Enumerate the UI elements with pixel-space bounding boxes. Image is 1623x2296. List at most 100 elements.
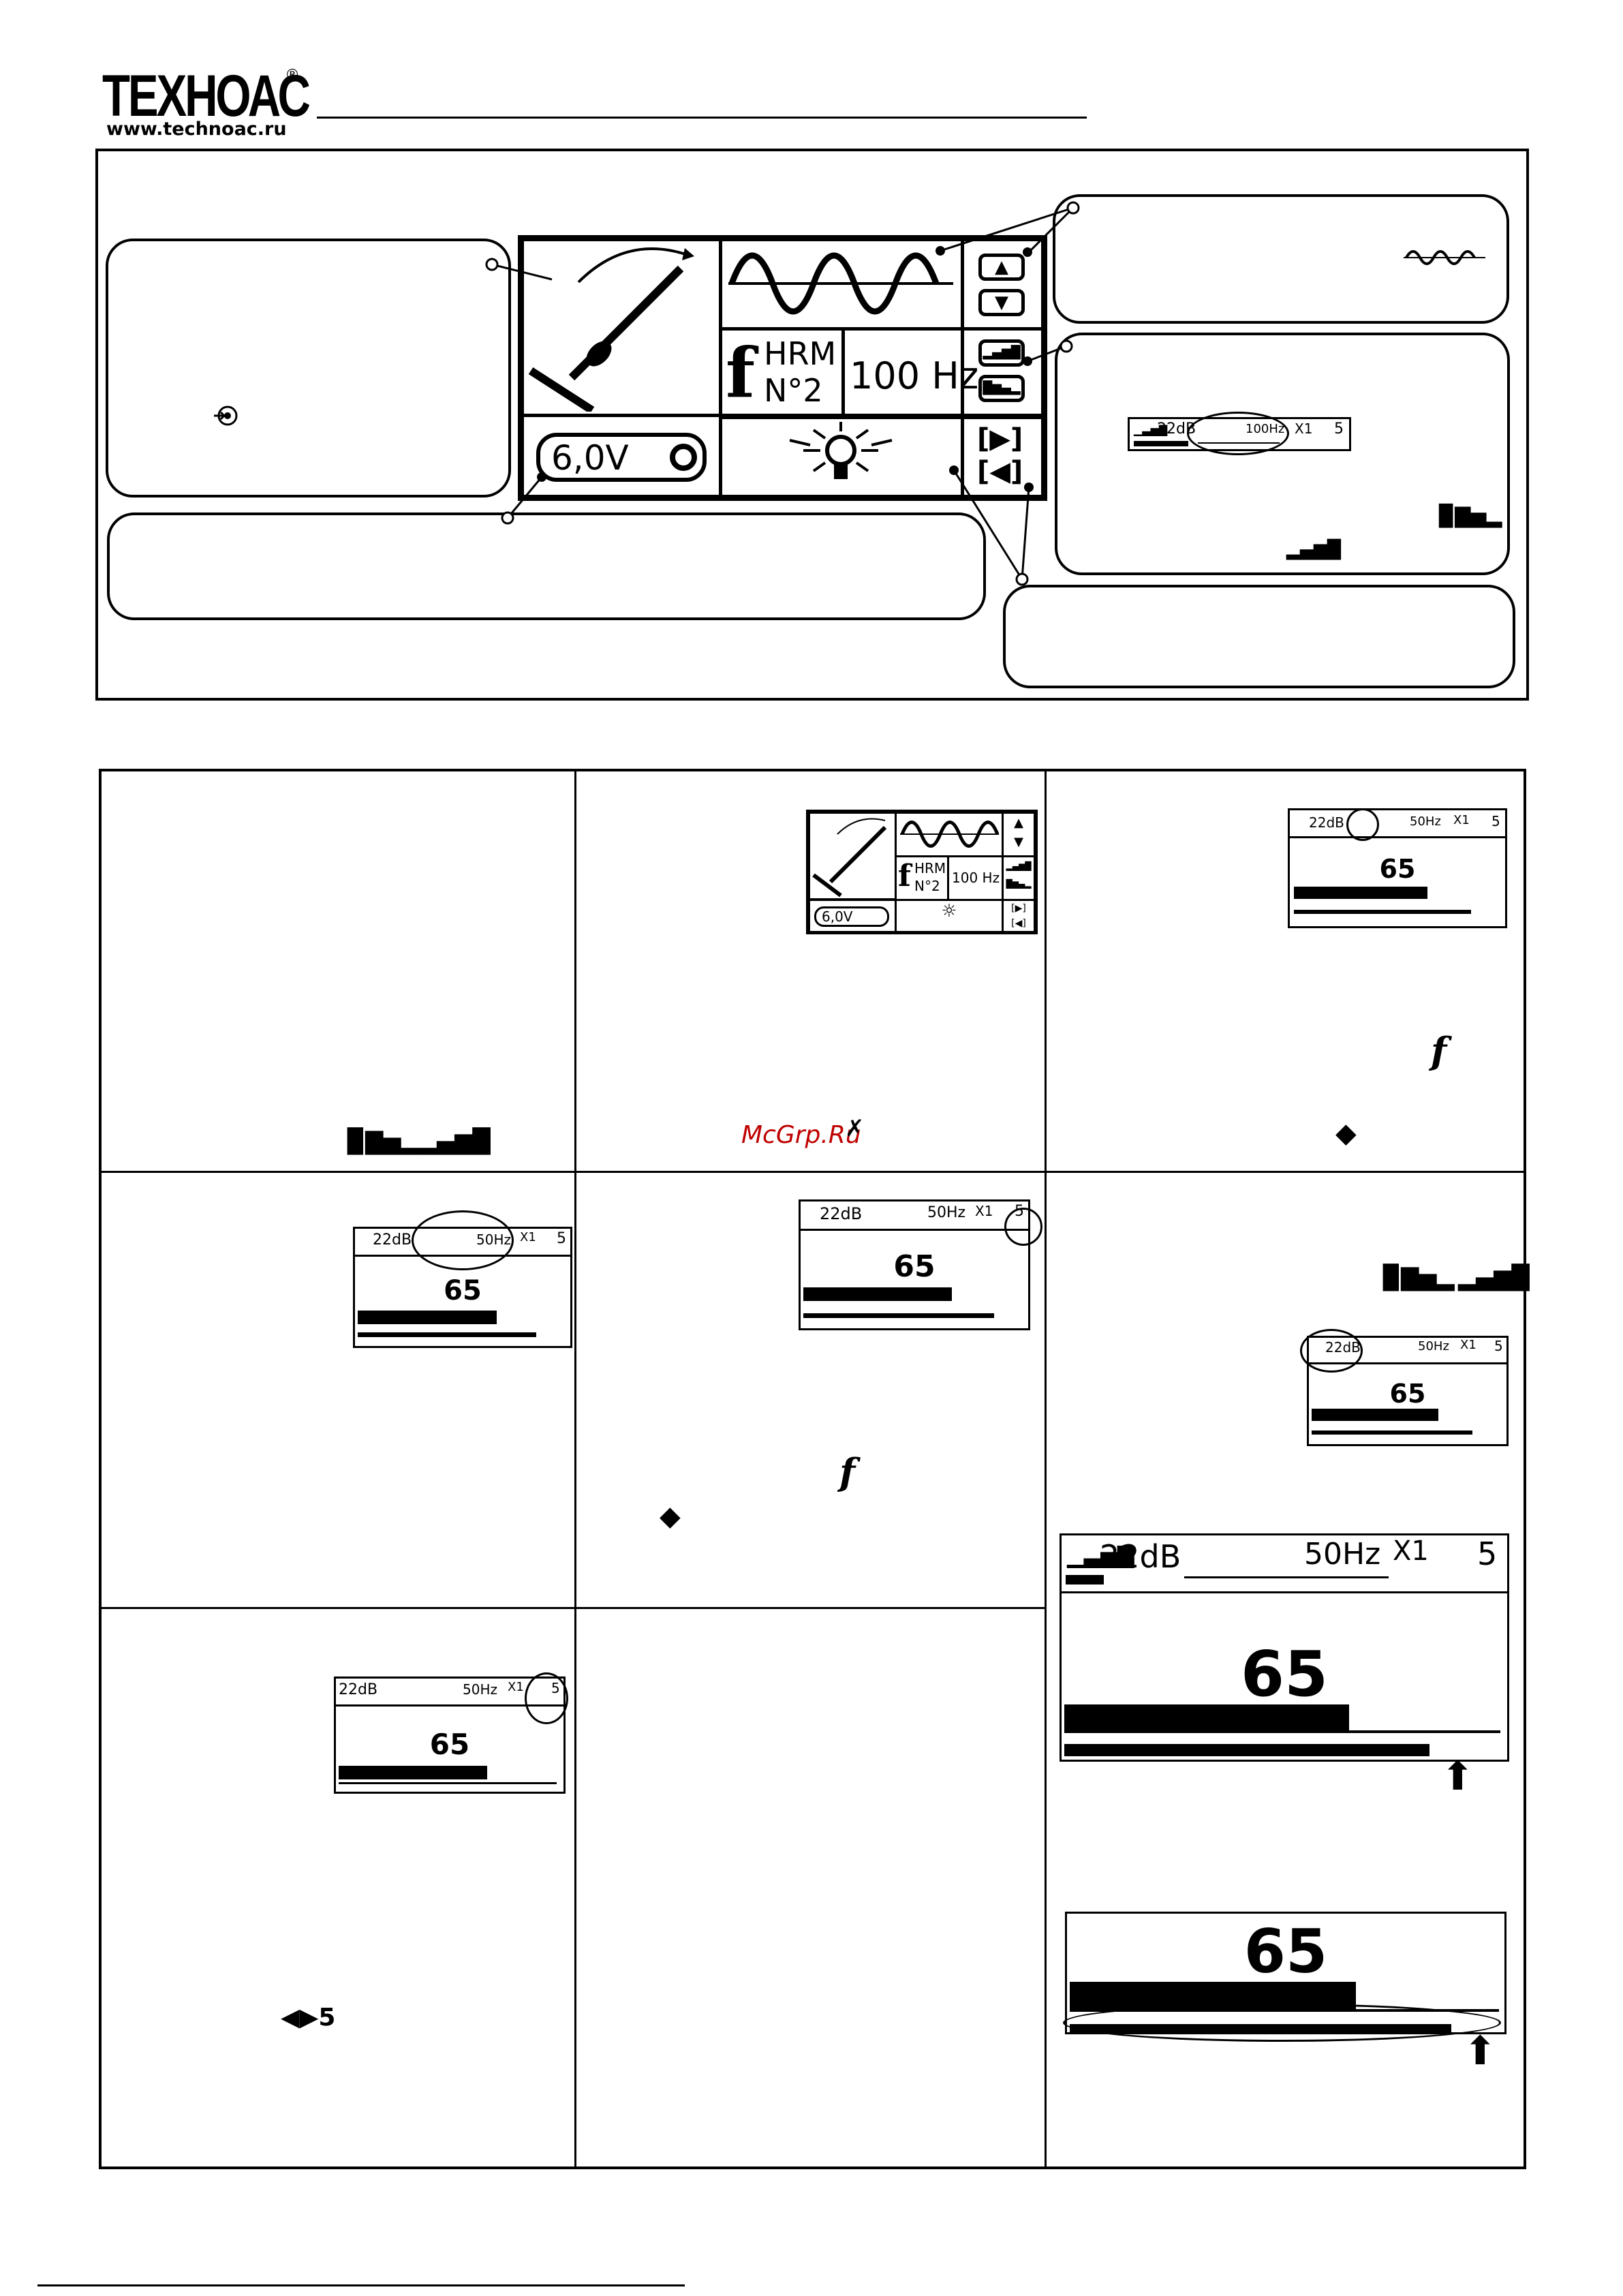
p5-highlight-ring [1004,1208,1042,1246]
p6l-scale [1184,1576,1389,1578]
logo-text: ТЕХНОАС [102,63,311,129]
p4-mult: X1 [520,1230,536,1244]
vol-value: 5 [1334,420,1344,438]
battery-terminal [670,444,697,471]
mult-value: X1 [1295,420,1313,437]
p7-mult: X1 [508,1680,524,1694]
callout-mode [106,239,511,498]
gain-up-icon: ▂▄▆█ [978,339,1025,367]
callout-gain [1055,333,1510,575]
left-right-icon-2: ◆ [660,1501,681,1532]
bars-down-icon: ▉▇▅▂ [347,1128,419,1155]
bars-down-icon: ▉▇▅▂ [1439,504,1502,528]
p6s-freq: 50Hz [1418,1339,1449,1353]
p2-num: N°2 [914,878,940,894]
bars-up-icon: ▂▄▆█ [1286,540,1341,560]
p5-mult: X1 [975,1203,993,1219]
lcd-speaker-cell: [▶] [◀] [961,414,1044,498]
bars-down-icon: ▉▇▅▂ [1383,1264,1455,1291]
grid-hline-1 [99,1171,1526,1173]
bars-up-icon: ▂▄▆█ [419,1128,491,1155]
gain-bar [1134,441,1188,446]
p6l-rule [1064,1730,1500,1733]
lcd-battery-cell: 6,0V [521,414,722,498]
p6b-highlight-ellipse [1063,2004,1501,2042]
p7-gain: 22dB [339,1681,378,1698]
lcd-freq-cell: 100 Hz [841,327,978,419]
harmonic-label: HRM [764,335,837,372]
p6l-level-bar [1064,1704,1349,1730]
callout-battery [107,512,986,620]
p3-top [1290,810,1505,838]
p4-highlight-ring [412,1210,514,1270]
p7-value: 65 [429,1728,470,1761]
p6l-gain-bar [1066,1575,1104,1585]
footer-rule [37,2284,685,2286]
grid-vline-2 [1045,769,1047,2169]
p7-freq: 50Hz [463,1681,497,1698]
p4-value: 65 [444,1275,482,1306]
p2-freq-cell: 100 Hz [947,855,1004,901]
probe-cross-icon: ✗ [845,1115,865,1142]
p2-wave-cell [895,812,1004,857]
p6-highlight-ring [1300,1329,1363,1373]
p7-highlight-ring [525,1672,568,1724]
bars-up-icon: ▂▄▆█ [1458,1264,1530,1291]
lcd-gain-icon-cell: ▂▄▆█ █▆▄▂ [961,327,1044,419]
p6l-top [1062,1535,1507,1593]
grid-vline-1 [574,769,576,2169]
probe-icon [528,247,694,414]
logo-url: www.technoac.ru [106,119,287,140]
p5-freq: 50Hz [927,1204,966,1221]
p3-value: 65 [1379,854,1416,884]
panel5-screen: 22dB 50Hz X1 5 65 [799,1199,1030,1330]
battery-voltage: 6,0V [551,438,629,478]
up-arrow-icon: ⬆ [1441,1753,1474,1799]
harmonic-f: f [726,333,756,413]
p5-top [801,1201,1028,1231]
logo-registered-mark: ® [285,67,300,84]
p2-battery-cell: 6,0V [808,899,897,933]
p2-hrm-cell: f HRM N°2 [895,855,949,901]
p6s-peak-bar [1312,1430,1472,1435]
sine-wave-icon [728,252,953,315]
p4-vol: 5 [557,1230,566,1247]
p7-rule [339,1782,557,1784]
p2-freq: 100 Hz [952,870,1000,886]
p7-level-bar [339,1766,487,1779]
up-arrow-icon-2: ⬆ [1464,2027,1497,2074]
p6l-vol: 5 [1477,1535,1498,1572]
p6b-value: 65 [1243,1916,1328,1987]
gain-down-icon: █▆▄▂ [978,375,1025,402]
p3-highlight-ring [1346,808,1379,841]
p3-level-bar [1294,887,1427,899]
p2-battery: 6,0V [814,906,889,927]
callout-light [1003,585,1515,688]
speaker-icon: ◀▶ [281,2004,319,2032]
p6s-top [1309,1338,1506,1364]
panel2-lcd: ▲▼ f HRM N°2 100 Hz ▂▄▆██▆▄▂ 6,0V ☼ [▶][… [806,810,1038,934]
p6s-mult: X1 [1460,1338,1477,1352]
p4-peak-bar [358,1332,536,1337]
p5-level-bar [803,1287,952,1301]
p5-gain: 22dB [820,1204,863,1223]
p6s-vol: 5 [1494,1338,1503,1354]
freq-highlight-ring [1187,412,1289,455]
p4-gain: 22dB [373,1231,412,1249]
p5-value: 65 [893,1249,936,1284]
p6s-value: 65 [1389,1379,1426,1409]
p2-arrow-cell: ▲▼ [1002,812,1036,857]
f-symbol: f [1431,1029,1447,1073]
frequency: 100 Hz [850,354,979,397]
p7-vol-number: 5 [318,2004,336,2032]
p6l-gain: 22dB [1100,1538,1181,1575]
left-right-icon: ◆ [1335,1118,1357,1149]
p3-peak-bar [1294,910,1471,914]
p7-vol-icon: ◀▶5 [281,2004,335,2032]
lamp-icon [789,422,893,479]
p2-hrm: HRM [914,860,946,876]
p6l-value: 65 [1240,1638,1329,1711]
sine-wave-icon [1404,244,1485,271]
input-icon [213,401,243,431]
p6l-freq: 50Hz [1304,1537,1381,1572]
